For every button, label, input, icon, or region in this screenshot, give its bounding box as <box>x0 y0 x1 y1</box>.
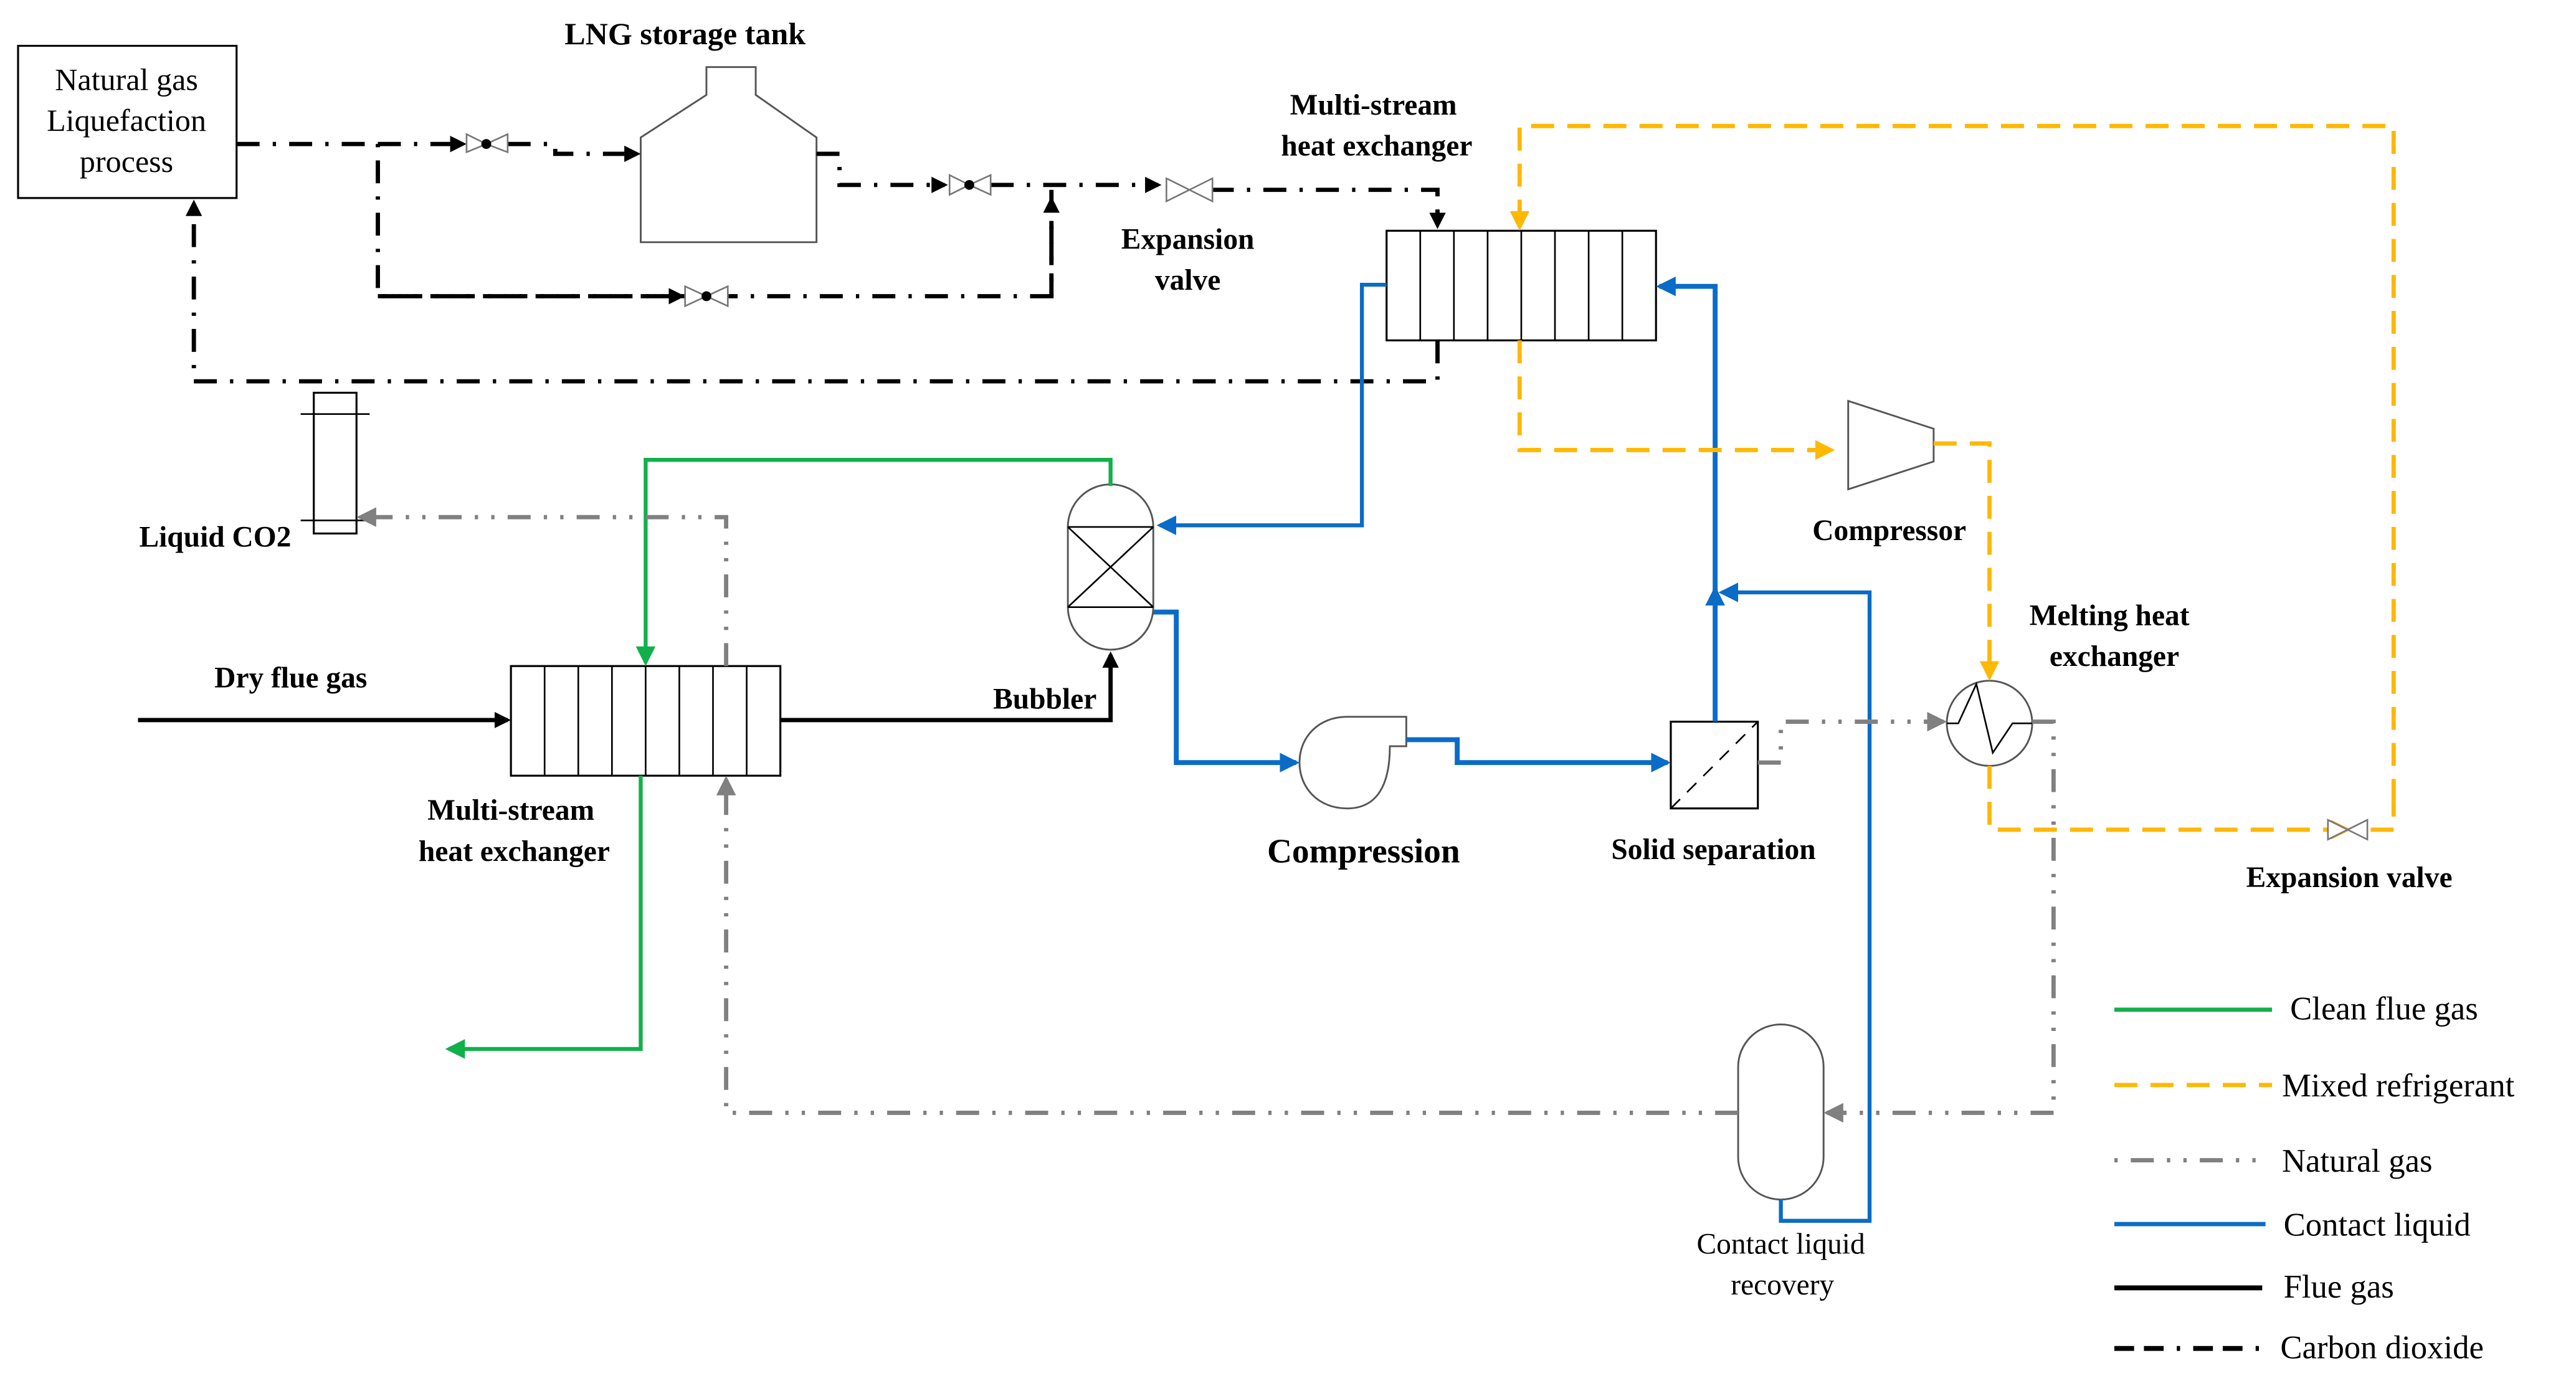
lng-storage-tank: LNG storage tank <box>564 16 818 244</box>
bottom-msx-label-2: heat exchanger <box>419 835 610 868</box>
expansion-valve-right-label: Expansion valve <box>2246 862 2453 894</box>
mixed-refrigerant-streams <box>1509 123 2396 840</box>
ng-liquefaction-label-3: process <box>80 144 173 179</box>
legend-item-carbon-dioxide: Carbon dioxide <box>2114 1330 2484 1366</box>
liquid-co2-label: Liquid CO2 <box>139 521 291 554</box>
expansion-valve-top <box>1166 177 1214 203</box>
bottom-multistream-heat-exchanger: Multi-stream heat exchanger <box>419 665 782 868</box>
melting-hx-label-1: Melting heat <box>2030 600 2190 632</box>
bubbler-label: Bubbler <box>993 683 1096 716</box>
contact-liquid-streams <box>1153 276 1872 1223</box>
top-multistream-heat-exchanger: Multi-stream heat exchanger <box>1281 89 1657 342</box>
flue-gas-streams <box>138 651 1119 729</box>
legend-item-clean-flue-gas: Clean flue gas <box>2114 991 2478 1027</box>
compressor-label: Compressor <box>1812 515 1966 547</box>
bottom-msx-label-1: Multi-stream <box>427 794 594 827</box>
legend-label-contact-liquid: Contact liquid <box>2284 1207 2471 1243</box>
compressor: Compressor <box>1812 399 1966 547</box>
natural-gas-streams <box>356 507 2056 1123</box>
legend-label-carbon-dioxide: Carbon dioxide <box>2280 1330 2484 1366</box>
legend-label-natural-gas: Natural gas <box>2282 1143 2433 1179</box>
compression-pump: Compression <box>1267 716 1460 870</box>
contact-liquid-recovery-vessel: Contact liquid recovery <box>1697 1023 1865 1301</box>
legend-item-natural-gas: Natural gas <box>2114 1143 2433 1179</box>
top-msx-label-1: Multi-stream <box>1290 89 1457 121</box>
co2-valve-bypass <box>684 285 729 308</box>
co2-valve-2 <box>948 173 992 196</box>
solid-separation-label: Solid separation <box>1611 833 1815 866</box>
ng-liquefaction-label-2: Liquefaction <box>47 103 206 138</box>
compression-label: Compression <box>1267 832 1460 870</box>
legend-item-flue-gas: Flue gas <box>2114 1269 2394 1305</box>
legend: Clean flue gas Mixed refrigerant Natural… <box>2114 991 2515 1366</box>
carbon-dioxide-streams <box>185 136 1446 384</box>
melting-hx-label-2: exchanger <box>2050 640 2179 673</box>
bubbler: Bubbler <box>993 483 1154 716</box>
expansion-valve-top-label-2: valve <box>1155 264 1220 297</box>
contact-liquid-recovery-label-1: Contact liquid <box>1697 1228 1865 1260</box>
clean-flue-gas-streams <box>445 458 1113 1059</box>
legend-item-mixed-refrigerant: Mixed refrigerant <box>2114 1068 2515 1104</box>
liquid-co2-vessel: Liquid CO2 <box>139 391 370 554</box>
top-msx-label-2: heat exchanger <box>1281 130 1472 163</box>
expansion-valve-top-label-1: Expansion <box>1121 223 1255 255</box>
contact-liquid-recovery-label-2: recovery <box>1731 1269 1834 1301</box>
legend-label-clean-flue-gas: Clean flue gas <box>2290 991 2478 1027</box>
legend-item-contact-liquid: Contact liquid <box>2114 1207 2471 1243</box>
legend-label-flue-gas: Flue gas <box>2284 1269 2394 1305</box>
solid-separation: Solid separation <box>1611 720 1816 866</box>
ng-liquefaction-process: Natural gas Liquefaction process <box>17 44 238 199</box>
dry-flue-gas-label: Dry flue gas <box>214 662 367 694</box>
lng-tank-label: LNG storage tank <box>564 16 806 51</box>
melting-heat-exchanger: Melting heat exchanger <box>1946 600 2190 767</box>
expansion-valve-right <box>2327 819 2369 841</box>
ng-liquefaction-label-1: Natural gas <box>55 62 198 97</box>
co2-valve-1 <box>465 133 509 154</box>
legend-label-mixed-refrigerant: Mixed refrigerant <box>2282 1068 2515 1104</box>
